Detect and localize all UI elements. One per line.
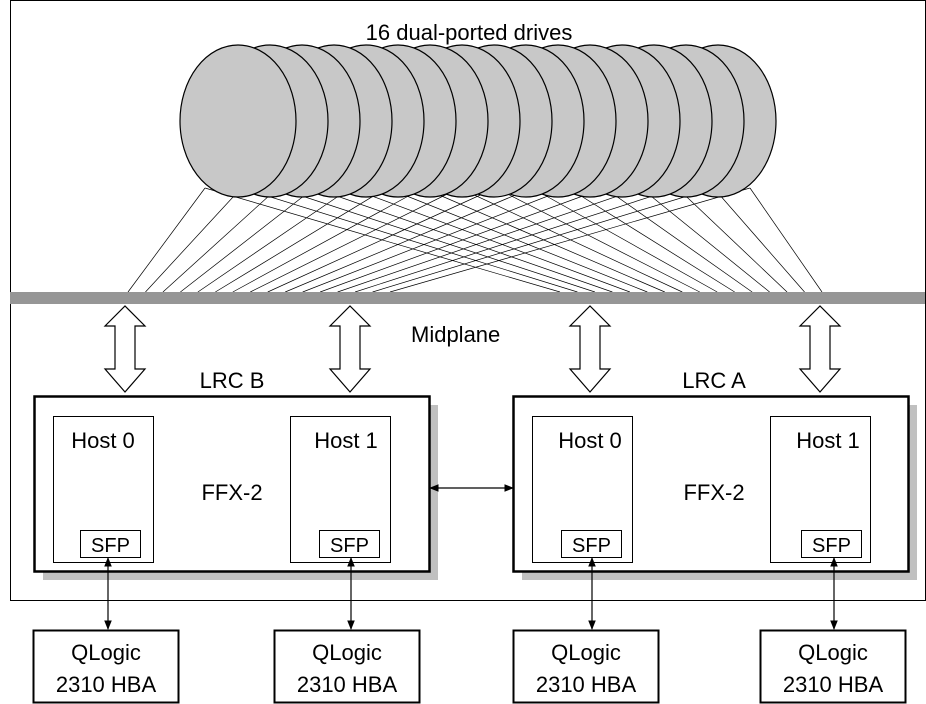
hba-model: 2310 HBA bbox=[536, 672, 637, 697]
drive-port-line bbox=[354, 187, 678, 293]
hba-card: QLogic 2310 HBA bbox=[759, 629, 907, 704]
hba-vendor: QLogic bbox=[71, 640, 141, 665]
host-module: Host 1 SFP bbox=[290, 416, 391, 563]
host-label: Host 0 bbox=[71, 428, 135, 453]
drive-port-line bbox=[285, 187, 533, 293]
drive-port-line bbox=[197, 187, 351, 293]
host-label: Host 0 bbox=[558, 428, 622, 453]
drive-disk bbox=[179, 44, 297, 198]
host-label: Host 1 bbox=[314, 428, 378, 453]
sfp-label: SFP bbox=[330, 535, 369, 557]
drive-port-line bbox=[713, 187, 805, 293]
sfp-label: SFP bbox=[572, 535, 611, 557]
hba-card: QLogic 2310 HBA bbox=[512, 629, 660, 704]
hba-vendor: QLogic bbox=[798, 640, 868, 665]
controller-chip-label: FFX-2 bbox=[683, 480, 744, 505]
hba-vendor: QLogic bbox=[551, 640, 621, 665]
drive-port-line bbox=[372, 187, 714, 293]
hba-model: 2310 HBA bbox=[783, 672, 884, 697]
drive-port-line bbox=[677, 187, 788, 293]
host-module: Host 0 SFP bbox=[532, 416, 633, 563]
hba-model: 2310 HBA bbox=[56, 672, 157, 697]
drives-title: 16 dual-ported drives bbox=[366, 20, 573, 45]
sfp-label: SFP bbox=[812, 535, 851, 557]
drive-port-line bbox=[389, 187, 751, 293]
sfp-port bbox=[561, 530, 622, 558]
hba-model: 2310 HBA bbox=[297, 672, 398, 697]
drive-port-line bbox=[250, 187, 460, 293]
drive-port-line bbox=[215, 187, 387, 293]
sfp-port bbox=[319, 530, 380, 558]
sfp-port bbox=[801, 530, 862, 558]
host-label: Host 1 bbox=[796, 428, 860, 453]
drive-connection-lines bbox=[127, 187, 823, 293]
drive-port-line bbox=[337, 187, 642, 293]
midplane-arrow bbox=[328, 305, 372, 393]
drive-port-line bbox=[531, 187, 718, 293]
drive-port-line bbox=[267, 187, 496, 293]
drive-stack bbox=[179, 44, 777, 198]
midplane-arrow bbox=[568, 305, 612, 393]
drive-port-line bbox=[302, 187, 569, 293]
controller-label: LRC A bbox=[682, 368, 746, 393]
drive-port-line bbox=[320, 187, 605, 293]
sfp-label: SFP bbox=[91, 535, 130, 557]
drive-port-line bbox=[162, 187, 278, 293]
midplane-label: Midplane bbox=[411, 322, 500, 347]
midplane-bar bbox=[10, 292, 925, 304]
drive-port-line bbox=[568, 187, 735, 293]
hba-card: QLogic 2310 HBA bbox=[32, 629, 180, 704]
hba-card: QLogic 2310 HBA bbox=[273, 629, 421, 704]
lrc-controller-b: LRC B FFX-2 Host 0 SFP Host 1 SFP bbox=[33, 368, 438, 580]
host-module: Host 0 SFP bbox=[53, 416, 154, 563]
lrc-controller-a: LRC A FFX-2 Host 0 SFP Host 1 SFP bbox=[512, 368, 917, 580]
drive-port-line bbox=[495, 187, 700, 293]
controller-chip-label: FFX-2 bbox=[201, 480, 262, 505]
drive-port-line bbox=[180, 187, 315, 293]
drive-port-line bbox=[604, 187, 753, 293]
controller-label: LRC B bbox=[200, 368, 265, 393]
hba-vendor: QLogic bbox=[312, 640, 382, 665]
host-module: Host 1 SFP bbox=[770, 416, 871, 563]
drive-port-line bbox=[145, 187, 242, 293]
midplane-arrow bbox=[798, 305, 842, 393]
drive-port-line bbox=[749, 187, 823, 293]
drive-port-line bbox=[640, 187, 770, 293]
midplane-arrow bbox=[103, 305, 147, 393]
drive-port-line bbox=[232, 187, 424, 293]
drive-port-line bbox=[127, 187, 206, 293]
